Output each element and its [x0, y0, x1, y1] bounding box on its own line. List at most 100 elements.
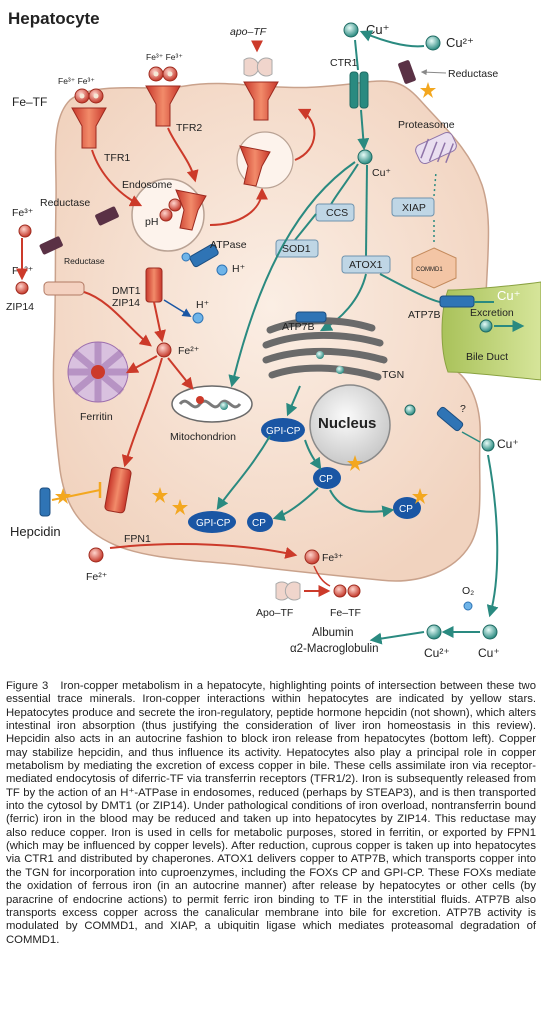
fe2-cytosol-label: Fe²⁺ — [178, 345, 200, 357]
cu-plus-down-arrow — [486, 454, 499, 618]
commd1-protein — [411, 247, 457, 289]
fe3-left-ion — [18, 224, 32, 238]
hepcidin-label: Hepcidin — [10, 524, 61, 539]
ccs-label: CCS — [326, 207, 348, 219]
cp-intracellular — [313, 467, 341, 489]
cu-2plus-top-label: Cu²⁺ — [446, 35, 474, 50]
fe3-exported-ion — [304, 549, 320, 565]
atox1-path — [365, 164, 368, 257]
mitochondrion-organelle — [171, 385, 253, 423]
cp-membrane-arrow — [272, 487, 319, 521]
cu-export-ion — [481, 438, 495, 452]
fpn1-transporter — [104, 466, 132, 514]
ctr1-label: CTR1 — [330, 57, 358, 69]
atox1-chaperone — [341, 255, 391, 274]
cp-secreted — [393, 497, 421, 519]
fe2-exported-ion — [88, 547, 104, 563]
endosome-label: Endosome — [122, 179, 172, 191]
question-mark-label: ? — [460, 403, 466, 415]
sod1-label: SOD1 — [282, 243, 311, 255]
cu-binding-arrow — [369, 631, 425, 645]
fe-tf-label: Fe–TF — [12, 95, 47, 109]
macroglobulin-label: α2-Macroglobulin — [290, 643, 378, 655]
cp-secretion-arrow — [329, 489, 395, 518]
zip14-endosome-label: ZIP14 — [112, 297, 140, 309]
apo-tf-top — [243, 57, 273, 77]
proteasome-label: Proteasome — [398, 119, 455, 131]
mitochondrion-label: Mitochondrion — [170, 431, 236, 443]
atpase-label: ATPase — [210, 239, 247, 251]
gpi-cp-membrane — [188, 511, 236, 533]
reductase-cu-label: Reductase — [448, 68, 498, 80]
gpi-cp-export-arrow — [216, 435, 271, 510]
xiap-proteasome-link — [433, 171, 437, 197]
apo-tf-top-receptor — [243, 81, 279, 121]
fe3-pair-label-2: Fe³⁺ Fe³⁺ — [146, 52, 183, 62]
cp-secreted-label: CP — [399, 504, 413, 515]
cu-2plus-bottom-label: Cu²⁺ — [424, 646, 450, 660]
ph-label: pH — [145, 216, 158, 228]
gpi-cp-membrane-label: GPI-CP — [196, 518, 231, 529]
fpn1-export-arrow — [121, 357, 163, 468]
cu-2plus-top-ion — [425, 35, 441, 51]
reductase-membrane — [39, 236, 63, 255]
dmt1-zip14-transporter — [145, 267, 163, 303]
tfr2-endocytosis-arrow — [167, 127, 199, 183]
fpn1-star — [152, 487, 168, 503]
tfr2-receptor — [145, 85, 181, 127]
sod1-enzyme — [275, 239, 319, 258]
atpase-proton-2 — [181, 252, 191, 262]
xiap-protein — [391, 197, 435, 217]
reductase-membrane-label: Reductase — [64, 256, 105, 266]
cp-intracellular-label: CP — [319, 474, 333, 485]
hepatocyte-diagram: Hepatocyte Excretion Bile Duct Cu⁺ Fe–TF… — [6, 9, 541, 660]
nucleus — [309, 384, 391, 466]
ccs-chaperone — [315, 203, 355, 222]
bile-duct-label: Bile Duct — [466, 351, 508, 363]
cu-export-path — [461, 431, 481, 443]
cu-2plus-bottom-ion — [426, 624, 442, 640]
excretion-label: Excretion — [470, 307, 514, 319]
figure-caption: Figure 3 Iron-copper metabolism in a hep… — [6, 680, 536, 947]
cp-membrane — [247, 512, 273, 532]
commd1-label: COMMD1 — [416, 267, 443, 273]
atp7b-tgn — [295, 311, 327, 323]
fe-tf-complex-1 — [74, 88, 104, 104]
recycle-arrow — [209, 187, 268, 226]
cu-cytosol-ion — [357, 149, 373, 165]
ccs-sod1-path — [294, 213, 317, 241]
atpase-proton — [216, 264, 228, 276]
atox1-atp7b-arrow — [319, 273, 367, 332]
apo-tf-return-arrow — [294, 108, 316, 161]
ferroxidation-arrow — [109, 543, 298, 559]
unknown-transporter — [436, 406, 464, 432]
ctr1-transporter — [349, 71, 369, 109]
cu-cytosol-label: Cu⁺ — [372, 167, 391, 179]
ferritin-shell — [67, 341, 129, 403]
cu-to-mitochondrion-arrow — [228, 161, 356, 388]
gpi-cp-star — [172, 499, 188, 515]
figure-label: Figure 3 — [6, 680, 49, 692]
gpi-cp-intracellular — [261, 418, 305, 442]
reductase-cu — [398, 60, 416, 84]
cu-unknown-ion — [404, 404, 416, 416]
ferritin-label: Ferritin — [80, 411, 113, 423]
h-plus-arrow — [163, 299, 192, 317]
tgn-cp-arrow — [304, 439, 322, 470]
figure-caption-text: Iron-copper metabolism in a hepatocyte, … — [6, 680, 536, 946]
albumin-label: Albumin — [312, 627, 354, 639]
ctr1-entry-line — [354, 39, 359, 71]
proteasome — [415, 131, 457, 165]
hepcidin-star — [55, 488, 71, 504]
o2-label: O₂ — [462, 585, 474, 597]
fe-tf-bottom — [333, 584, 361, 598]
cu-plus-bottom-ion — [482, 624, 498, 640]
tfr1-endocytosis-arrow — [91, 149, 143, 207]
diagram-title: Hepatocyte — [8, 9, 100, 28]
atox1-atp7b-canalicular-path — [379, 273, 441, 303]
dmt1-export-arrow — [153, 301, 166, 343]
gpi-cp-intracellular-label: GPI-CP — [266, 426, 301, 437]
atpase — [189, 243, 219, 268]
ctr1-import-arrow — [357, 109, 370, 151]
fe-tf-bottom-label: Fe–TF — [330, 607, 361, 619]
